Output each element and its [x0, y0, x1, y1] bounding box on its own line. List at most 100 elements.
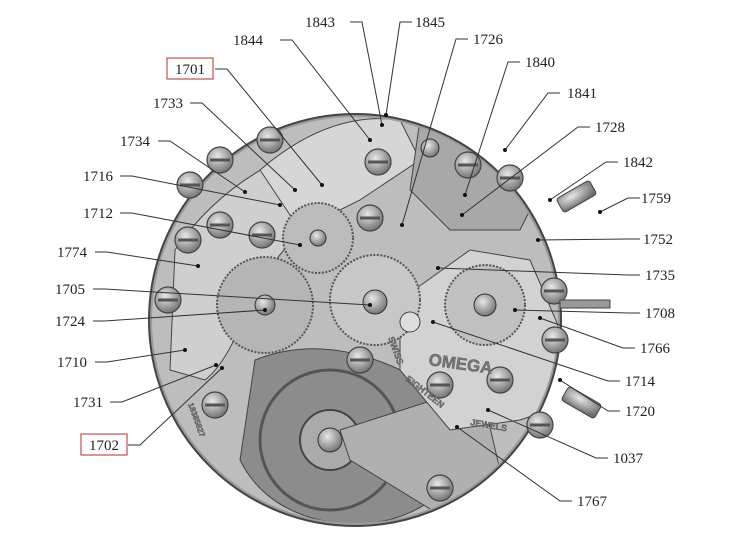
leader-line — [514, 309, 640, 314]
callout-1701: 1701 — [166, 57, 324, 187]
screw-icon — [426, 474, 454, 502]
callout-1726: 1726 — [400, 32, 504, 227]
leader-dot — [183, 348, 187, 352]
callout-1705: 1705 — [55, 282, 372, 307]
leader-dot — [278, 203, 282, 207]
callout-label: 1759 — [641, 191, 671, 207]
callout-label: 1712 — [83, 206, 113, 222]
leader-dot — [220, 366, 224, 370]
callout-label: 1701 — [175, 62, 205, 78]
screw-icon — [486, 366, 514, 394]
callout-label: 1840 — [525, 55, 555, 71]
screw-icon — [346, 346, 374, 374]
callout-label: 1844 — [233, 33, 264, 49]
leader-dot — [436, 266, 440, 270]
leader-dot — [455, 425, 459, 429]
callout-1841: 1841 — [503, 86, 597, 152]
screw-icon — [526, 411, 554, 439]
callout-label: 1767 — [577, 494, 608, 510]
callout-1716: 1716 — [83, 169, 282, 207]
movement: OMEGA SWISS EIGHTEEN JEWELS 18385827 — [148, 113, 611, 527]
screw-icon — [201, 391, 229, 419]
leader-line — [95, 349, 186, 363]
leader-dot — [558, 378, 562, 382]
callout-1731: 1731 — [73, 363, 218, 411]
leader-dot — [293, 188, 297, 192]
leader-line — [110, 364, 217, 403]
leader-line — [350, 21, 383, 126]
callout-label: 1766 — [640, 341, 671, 357]
leader-dot — [548, 198, 552, 202]
callout-label: 1710 — [57, 355, 87, 371]
callout-1759: 1759 — [598, 191, 671, 214]
leader-dot — [513, 308, 517, 312]
callout-1702: 1702 — [80, 366, 224, 456]
callout-1714: 1714 — [431, 320, 656, 390]
screw-icon — [154, 286, 182, 314]
callout-label: 1714 — [625, 374, 656, 390]
leader-line — [539, 317, 635, 349]
leader-line — [456, 426, 572, 502]
screw-icon — [248, 221, 276, 249]
leader-dot — [463, 193, 467, 197]
screw-icon — [206, 146, 234, 174]
leader-line — [549, 161, 618, 201]
leader-dot — [503, 148, 507, 152]
highlight-box — [166, 57, 214, 80]
leader-line — [93, 309, 266, 322]
leader-dot — [368, 303, 372, 307]
leader-line — [487, 409, 608, 459]
callout-1843: 1843 — [305, 15, 384, 127]
callout-label: 1037 — [613, 451, 644, 467]
leader-line — [401, 38, 468, 226]
highlight-box — [80, 433, 128, 456]
callout-label: 1731 — [73, 395, 103, 411]
callout-1733: 1733 — [153, 96, 297, 192]
callout-label: 1716 — [83, 169, 114, 185]
screw-icon — [541, 326, 569, 354]
leader-line — [537, 238, 640, 241]
leader-line — [93, 288, 371, 306]
callout-label: 1733 — [153, 96, 183, 112]
screw-icon — [174, 226, 202, 254]
callout-1708: 1708 — [513, 306, 675, 322]
leader-dot — [460, 213, 464, 217]
leader-line — [385, 21, 412, 116]
callout-label: 1841 — [567, 86, 597, 102]
callout-1752: 1752 — [536, 232, 673, 248]
leader-line — [95, 251, 199, 267]
callout-label: 1728 — [595, 120, 625, 136]
leader-dot — [214, 363, 218, 367]
screw-icon — [454, 151, 482, 179]
callout-1720: 1720 — [558, 378, 655, 420]
leader-dot — [400, 223, 404, 227]
screw-icon — [540, 277, 568, 305]
callout-1712: 1712 — [83, 206, 302, 247]
leader-dot — [486, 408, 490, 412]
callout-label: 1720 — [625, 404, 655, 420]
callout-1735: 1735 — [436, 266, 675, 284]
callout-label: 1843 — [305, 15, 335, 31]
leader-dot — [431, 320, 435, 324]
leader-line — [215, 68, 323, 186]
leader-dot — [598, 210, 602, 214]
leader-dot — [243, 190, 247, 194]
leader-line — [190, 102, 296, 191]
callout-1842: 1842 — [548, 155, 653, 202]
screw-icon — [176, 171, 204, 199]
screw-icon — [426, 371, 454, 399]
callout-1774: 1774 — [57, 245, 200, 268]
callout-label: 1705 — [55, 282, 85, 298]
leader-line — [128, 367, 223, 446]
callouts: 1843 1845 1844 1726 1840 1841 1728 1842 1759 1752… — [55, 15, 675, 510]
callout-label: 1842 — [623, 155, 653, 171]
callout-1710: 1710 — [57, 348, 187, 371]
leader-dot — [320, 183, 324, 187]
callout-1844: 1844 — [233, 33, 372, 142]
callout-label: 1845 — [415, 15, 445, 31]
leader-line — [559, 379, 620, 412]
leader-line — [437, 267, 640, 276]
leader-dot — [384, 113, 388, 117]
callout-label: 1774 — [57, 245, 88, 261]
